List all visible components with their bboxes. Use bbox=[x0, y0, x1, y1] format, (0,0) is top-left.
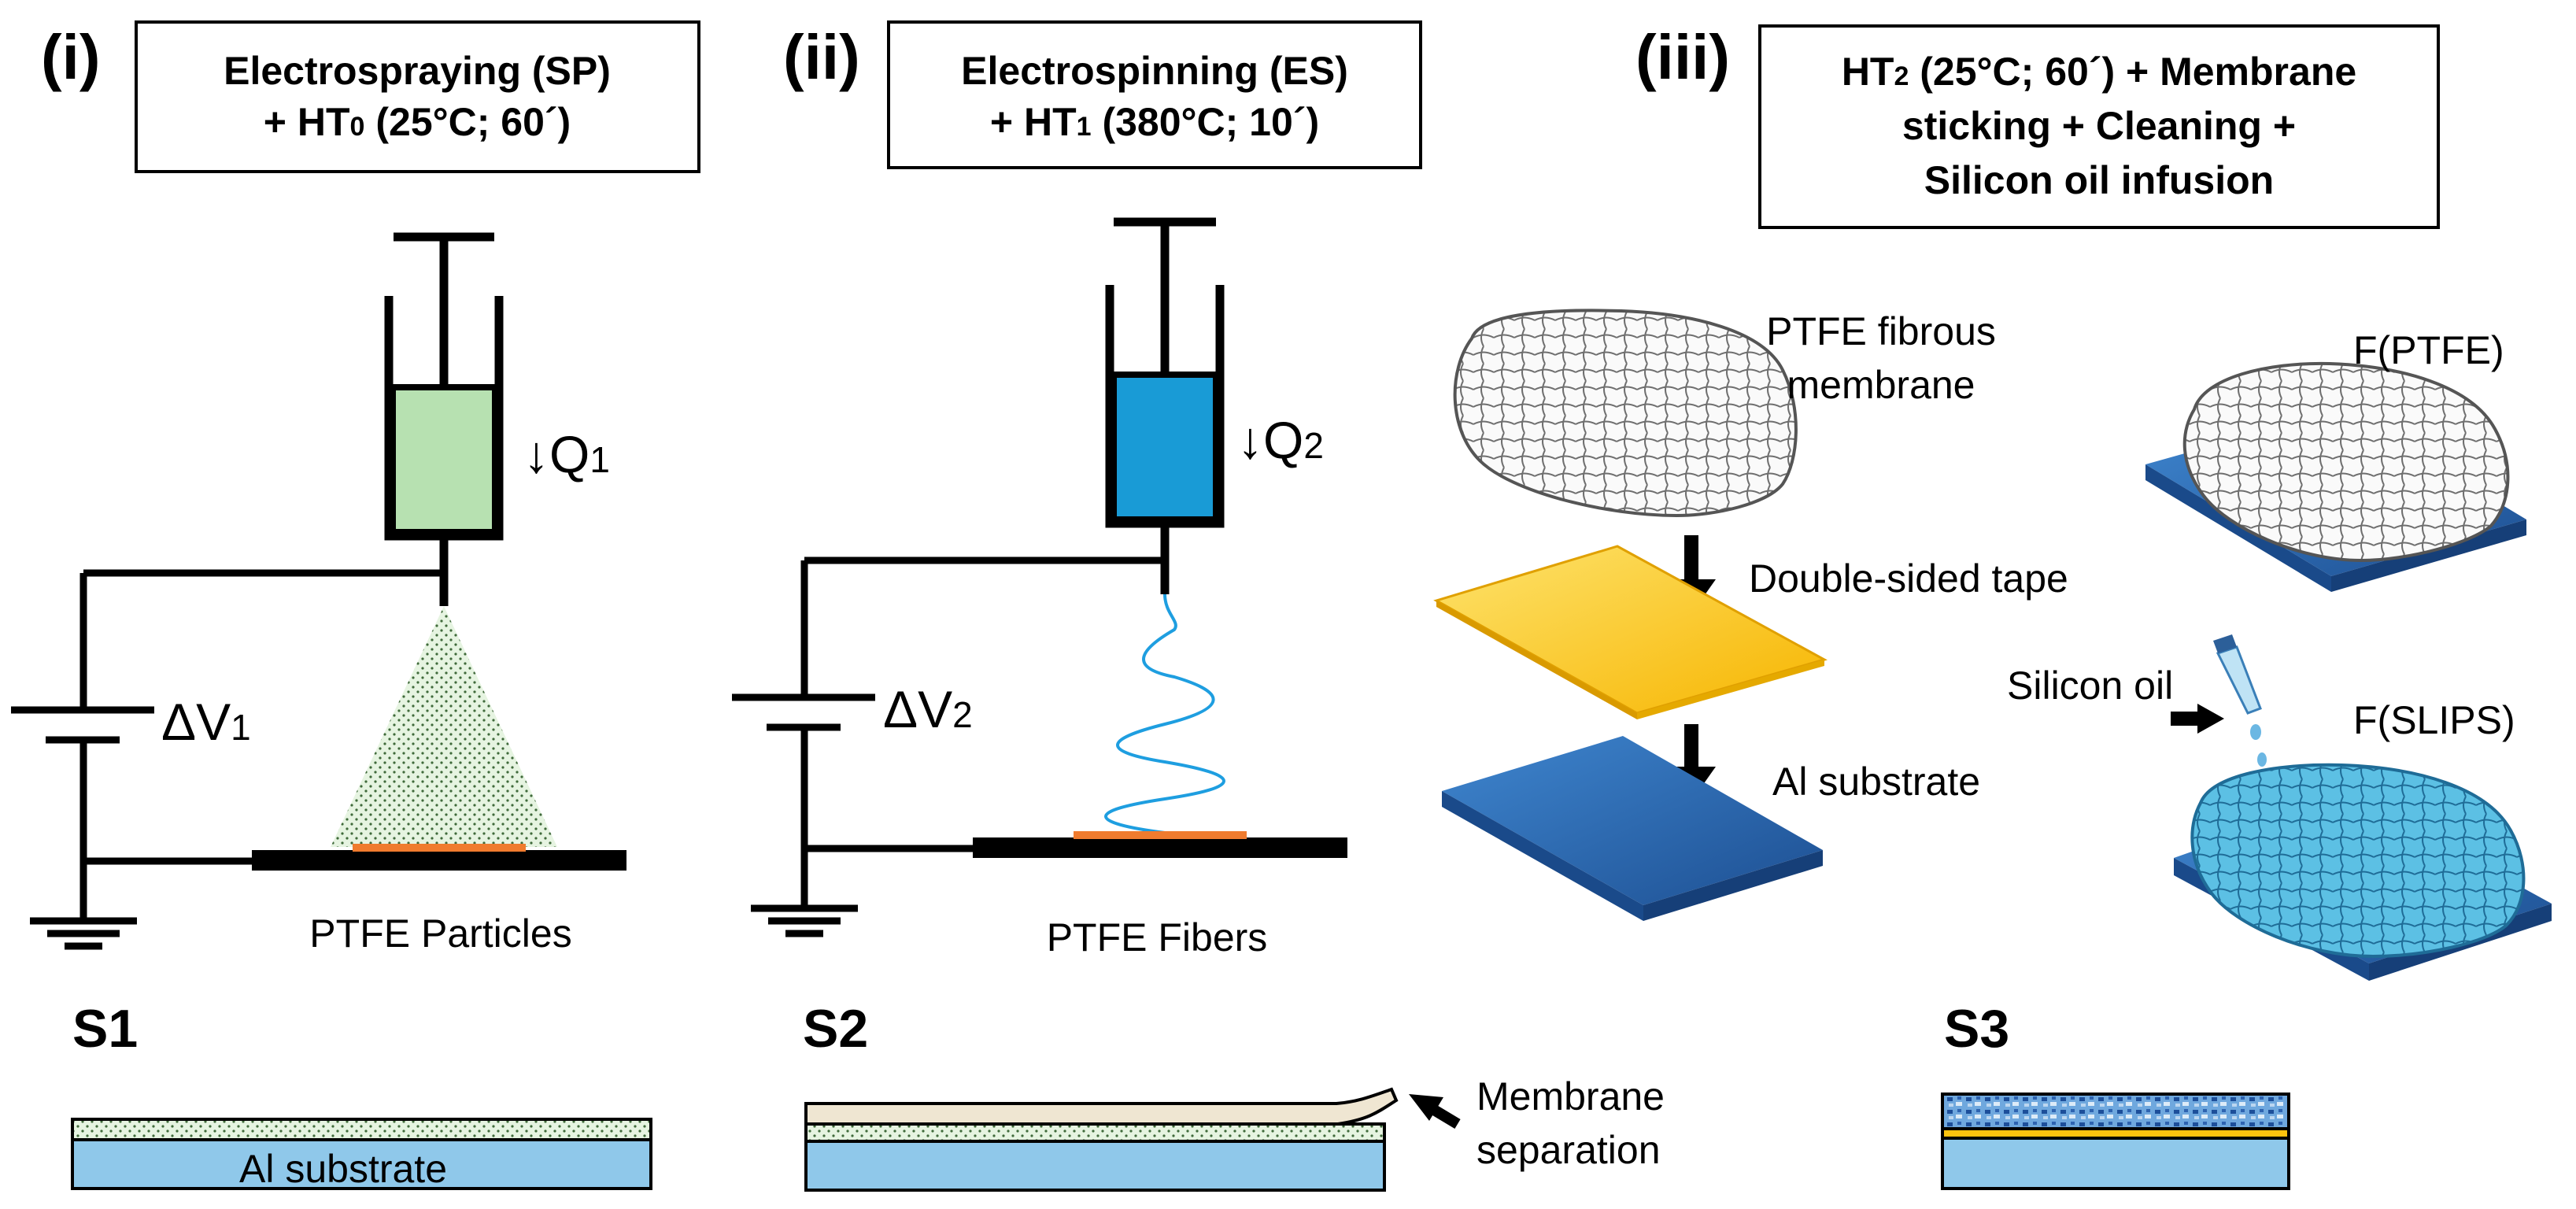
separation-arrow bbox=[1409, 1094, 1461, 1130]
tape-label: Double-sided tape bbox=[1749, 556, 2068, 601]
title-i-line2: + HT0 (25°C; 60´) bbox=[264, 100, 571, 144]
panel-label-ii: (ii) bbox=[783, 22, 860, 92]
syringe-ii bbox=[1105, 217, 1225, 594]
title-iii-line3: Silicon oil infusion bbox=[1924, 158, 2274, 202]
collector-ii bbox=[973, 837, 1347, 858]
title-ii-line1: Electrospinning (ES) bbox=[961, 49, 1348, 93]
separation-label-line2: separation bbox=[1476, 1128, 1661, 1172]
s3-infused-membrane bbox=[1941, 1093, 2290, 1130]
sample-s3: S3 bbox=[1944, 999, 2009, 1059]
s2-coating bbox=[804, 1122, 1386, 1143]
product-i: PTFE Particles bbox=[309, 911, 571, 956]
fiber-jet bbox=[1104, 593, 1225, 839]
title-iii-line1: HT2 (25°C; 60´) + Membrane bbox=[1842, 50, 2356, 94]
voltage-v1: ΔV1 bbox=[161, 693, 251, 751]
sample-s2: S2 bbox=[803, 999, 868, 1059]
panel-label-iii: (iii) bbox=[1635, 22, 1730, 92]
membrane-label-line1: PTFE fibrous bbox=[1766, 309, 1996, 353]
syringe-ii-liquid bbox=[1111, 372, 1219, 523]
f-ptfe-membrane bbox=[2182, 361, 2510, 563]
panel-label-i: (i) bbox=[41, 22, 101, 92]
s2-peeled-membrane bbox=[804, 1087, 1399, 1126]
product-ii: PTFE Fibers bbox=[1047, 915, 1268, 959]
s3-substrate bbox=[1941, 1137, 2290, 1190]
syringe-i bbox=[384, 232, 504, 606]
title-i-line1: Electrospraying (SP) bbox=[224, 49, 611, 93]
al-substrate-plate bbox=[1442, 736, 1823, 905]
oil-arrow bbox=[2171, 704, 2224, 734]
sample-s1: S1 bbox=[72, 999, 138, 1059]
s1-substrate-label: Al substrate bbox=[239, 1147, 447, 1191]
fiber-deposit bbox=[1074, 831, 1247, 839]
syringe-i-liquid bbox=[390, 384, 498, 535]
flow-rate-q1: ↓Q1 bbox=[523, 425, 610, 483]
title-iii-line2: sticking + Cleaning + bbox=[1902, 104, 2296, 148]
s1-substrate bbox=[71, 1138, 652, 1190]
collector-i bbox=[252, 850, 626, 871]
circuit-ii bbox=[732, 556, 1165, 937]
al-substrate-label: Al substrate bbox=[1772, 760, 1980, 804]
voltage-v2: ΔV2 bbox=[883, 680, 973, 738]
title-box-ii bbox=[887, 20, 1422, 169]
s1-coating bbox=[71, 1118, 652, 1141]
f-slips-label: F(SLIPS) bbox=[2353, 698, 2515, 742]
title-ii-line2: + HT1 (380°C; 10´) bbox=[990, 100, 1319, 144]
f-slips-membrane bbox=[2190, 763, 2526, 959]
silicon-oil-label: Silicon oil bbox=[2007, 664, 2173, 708]
fibrous-membrane bbox=[1453, 309, 1798, 518]
f-ptfe-label: F(PTFE) bbox=[2353, 328, 2504, 372]
s2-substrate bbox=[804, 1140, 1386, 1192]
membrane-label-line2: membrane bbox=[1787, 363, 1975, 407]
circuit-i bbox=[11, 569, 444, 950]
flow-rate-q2: ↓Q2 bbox=[1237, 411, 1324, 469]
spray-cone bbox=[331, 606, 557, 847]
particle-deposit bbox=[353, 844, 526, 852]
title-box-iii bbox=[1758, 24, 2440, 229]
title-box-i bbox=[135, 20, 700, 173]
separation-label-line1: Membrane bbox=[1476, 1074, 1665, 1118]
oil-dropper-icon bbox=[2213, 634, 2267, 767]
